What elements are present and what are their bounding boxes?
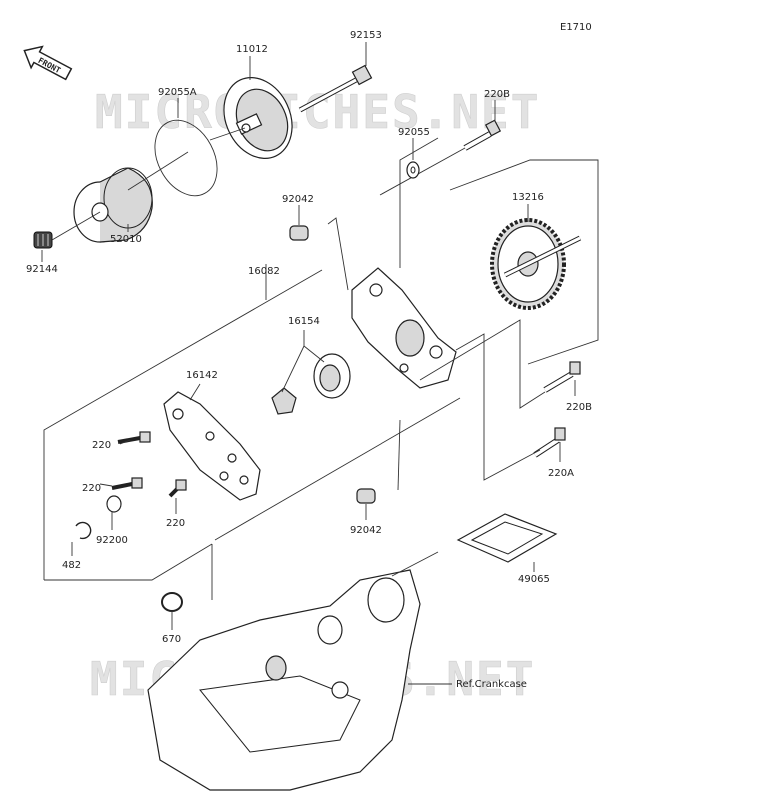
diagram-code: E1710 xyxy=(560,22,592,33)
dowel-pin-92042-bottom xyxy=(356,488,376,504)
label-220b-bottom: 220B xyxy=(566,402,592,413)
label-92200: 92200 xyxy=(96,535,128,546)
label-11012: 11012 xyxy=(236,44,268,55)
gasket-49065 xyxy=(456,513,558,563)
label-220-b: 220 xyxy=(82,483,101,494)
o-ring-92055a xyxy=(154,119,218,197)
bolt-220b-bottom xyxy=(543,361,581,393)
bolt-92153 xyxy=(298,64,373,113)
label-92144: 92144 xyxy=(26,264,58,275)
dowel-pin-92042-top xyxy=(289,225,309,241)
label-92042-top: 92042 xyxy=(282,194,314,205)
label-92153: 92153 xyxy=(350,30,382,41)
circlip-482 xyxy=(75,521,92,540)
label-220a: 220A xyxy=(548,468,574,479)
front-arrow-icon: FRONT xyxy=(23,45,73,81)
screw-220-a xyxy=(117,431,151,444)
pump-cover-16142 xyxy=(163,391,261,501)
label-220b-top: 220B xyxy=(484,89,510,100)
label-670: 670 xyxy=(162,634,181,645)
oil-pump-body xyxy=(351,267,457,389)
bolt-220a xyxy=(533,427,566,458)
oil-filter-52010 xyxy=(73,167,153,243)
screw-220-c xyxy=(168,479,187,498)
watermark-top: MICROFICHES.NET xyxy=(95,85,540,139)
washer-92200 xyxy=(106,495,122,513)
crankcase-reference xyxy=(147,569,421,791)
o-ring-670 xyxy=(161,592,183,612)
label-92055a: 92055A xyxy=(158,87,197,98)
label-220-a: 220 xyxy=(92,440,111,451)
oil-filter-cover-11012 xyxy=(223,77,293,159)
screw-220-b xyxy=(111,477,143,490)
spring-92144 xyxy=(33,231,53,249)
label-13216: 13216 xyxy=(512,192,544,203)
label-16082: 16082 xyxy=(248,266,280,277)
label-220-c: 220 xyxy=(166,518,185,529)
pump-rotor-16154 xyxy=(271,353,351,415)
label-16142: 16142 xyxy=(186,370,218,381)
label-92055: 92055 xyxy=(398,127,430,138)
gear-13216 xyxy=(490,218,582,310)
label-ref-crankcase: Ref.Crankcase xyxy=(456,679,527,690)
label-49065: 49065 xyxy=(518,574,550,585)
label-52010: 52010 xyxy=(110,234,142,245)
label-482: 482 xyxy=(62,560,81,571)
bolt-220b-top xyxy=(463,119,502,151)
label-92042-bottom: 92042 xyxy=(350,525,382,536)
label-16154: 16154 xyxy=(288,316,320,327)
